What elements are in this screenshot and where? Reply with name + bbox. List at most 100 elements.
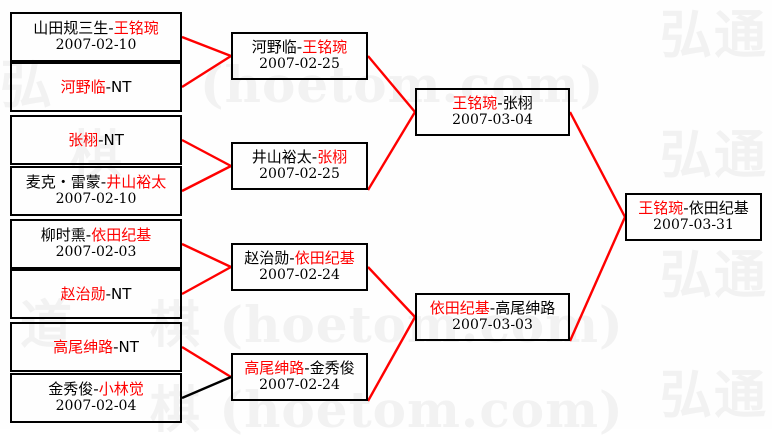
match-pairing: 高尾绅路-金秀俊 <box>244 360 354 377</box>
match-box[interactable]: 赵治勋-NT <box>10 269 182 319</box>
match-date: 2007-02-03 <box>55 244 137 261</box>
bracket-connector-line <box>181 35 232 58</box>
match-pairing: 王铭琬-张栩 <box>452 95 532 112</box>
pairing-separator: - <box>105 284 112 303</box>
player-name-loser: 柳时熏 <box>40 226 86 245</box>
bracket-connector-line <box>568 111 627 218</box>
match-pairing: 依田纪基-高尾绅路 <box>430 300 555 317</box>
player-name-winner: 张栩 <box>317 148 348 167</box>
player-name-loser: 张栩 <box>502 94 533 113</box>
player-name-winner: 张栩 <box>68 130 99 149</box>
match-pairing: 王铭琬-依田纪基 <box>638 200 748 217</box>
player-name-loser: 井山裕太 <box>251 148 312 167</box>
match-box[interactable]: 高尾绅路-NT <box>10 322 182 372</box>
player-name-loser: 赵治勋 <box>244 249 290 268</box>
player-name-loser: 麦克・雷蒙 <box>25 173 101 192</box>
player-name-winner: 王铭琬 <box>113 19 159 38</box>
player-name-winner: 依田纪基 <box>294 249 355 268</box>
watermark-text: 弘通 <box>660 365 769 426</box>
match-date: 2007-03-31 <box>653 217 734 234</box>
bracket-connector-line <box>568 216 627 342</box>
pairing-separator: - <box>497 94 503 113</box>
tournament-bracket: 弘通弘通弘通弘通弘棋(hoetom.com)棋 (hoetom.com)棋 (h… <box>0 5 769 435</box>
match-date: 2007-02-25 <box>259 56 340 73</box>
pairing-separator: - <box>105 77 112 96</box>
match-pairing: 高尾绅路-NT <box>53 337 139 356</box>
watermark-text: 弘通 <box>660 5 769 66</box>
pairing-separator: - <box>489 299 496 318</box>
match-pairing: 柳时熏-依田纪基 <box>41 227 151 244</box>
player-name-winner: 小林觉 <box>98 380 144 399</box>
match-pairing: 赵治勋-NT <box>60 284 132 303</box>
bracket-connector-line <box>181 375 232 400</box>
match-pairing: 金秀俊-小林觉 <box>48 381 143 398</box>
match-date: 2007-02-10 <box>55 37 137 54</box>
match-date: 2007-02-10 <box>55 191 137 208</box>
match-date: 2007-03-03 <box>452 317 533 334</box>
match-date: 2007-03-04 <box>452 112 533 129</box>
player-name-winner: 井山裕太 <box>106 173 167 192</box>
pairing-separator: - <box>113 337 119 356</box>
player-name-winner: 高尾绅路 <box>244 359 305 378</box>
pairing-separator: - <box>311 148 318 167</box>
bracket-connector-line <box>181 265 232 296</box>
pairing-separator: - <box>296 38 303 57</box>
bracket-connector-line <box>181 138 232 168</box>
watermark-text: 弘通 <box>660 125 769 186</box>
player-name-winner: 赵治勋 <box>60 284 106 303</box>
player-name-winner: 王铭琬 <box>302 38 348 57</box>
pairing-separator: - <box>100 173 107 192</box>
match-box[interactable]: 张栩-NT <box>10 115 182 165</box>
player-name-winner: 高尾绅路 <box>53 337 114 356</box>
bracket-connector-line <box>367 266 416 318</box>
match-box[interactable]: 河野临-NT <box>10 62 182 112</box>
match-date: 2007-02-24 <box>259 267 340 284</box>
match-pairing: 河野临-王铭琬 <box>252 39 347 56</box>
bracket-connector-line <box>366 316 417 402</box>
match-pairing: 赵治勋-依田纪基 <box>244 250 354 267</box>
player-name-winner: 王铭琬 <box>638 199 684 218</box>
player-name-loser: 金秀俊 <box>48 380 94 399</box>
player-name-loser: 高尾绅路 <box>495 299 556 318</box>
player-name-loser: 依田纪基 <box>688 199 749 218</box>
match-pairing: 张栩-NT <box>68 130 124 149</box>
pairing-separator: - <box>683 199 689 218</box>
match-pairing: 井山裕太-张栩 <box>252 149 347 166</box>
player-name-winner: 依田纪基 <box>91 226 152 245</box>
player-name-loser: 河野临 <box>251 38 297 57</box>
pairing-separator: - <box>108 19 114 38</box>
player-name-loser: NT <box>111 284 132 303</box>
pairing-separator: - <box>304 359 310 378</box>
watermark-text: 棋 (hoetom.com) <box>150 380 624 439</box>
bracket-connector-line <box>181 345 232 379</box>
player-name-loser: NT <box>118 337 139 356</box>
pairing-separator: - <box>98 130 104 149</box>
match-date: 2007-02-04 <box>55 398 137 415</box>
player-name-loser: 金秀俊 <box>309 359 355 378</box>
player-name-loser: NT <box>111 77 132 96</box>
bracket-connector-line <box>367 55 416 113</box>
player-name-winner: 王铭琬 <box>452 94 498 113</box>
match-pairing: 山田规三生-王铭琬 <box>33 20 158 37</box>
player-name-winner: 依田纪基 <box>429 299 490 318</box>
bracket-connector-line <box>181 164 232 193</box>
match-date: 2007-02-25 <box>259 166 340 183</box>
watermark-text: 弘通 <box>660 245 769 306</box>
pairing-separator: - <box>289 249 295 268</box>
match-pairing: 麦克・雷蒙-井山裕太 <box>26 174 166 191</box>
bracket-connector-line <box>366 111 417 191</box>
bracket-connector-line <box>181 242 232 269</box>
player-name-loser: 山田规三生 <box>33 19 109 38</box>
player-name-winner: 河野临 <box>60 77 106 96</box>
